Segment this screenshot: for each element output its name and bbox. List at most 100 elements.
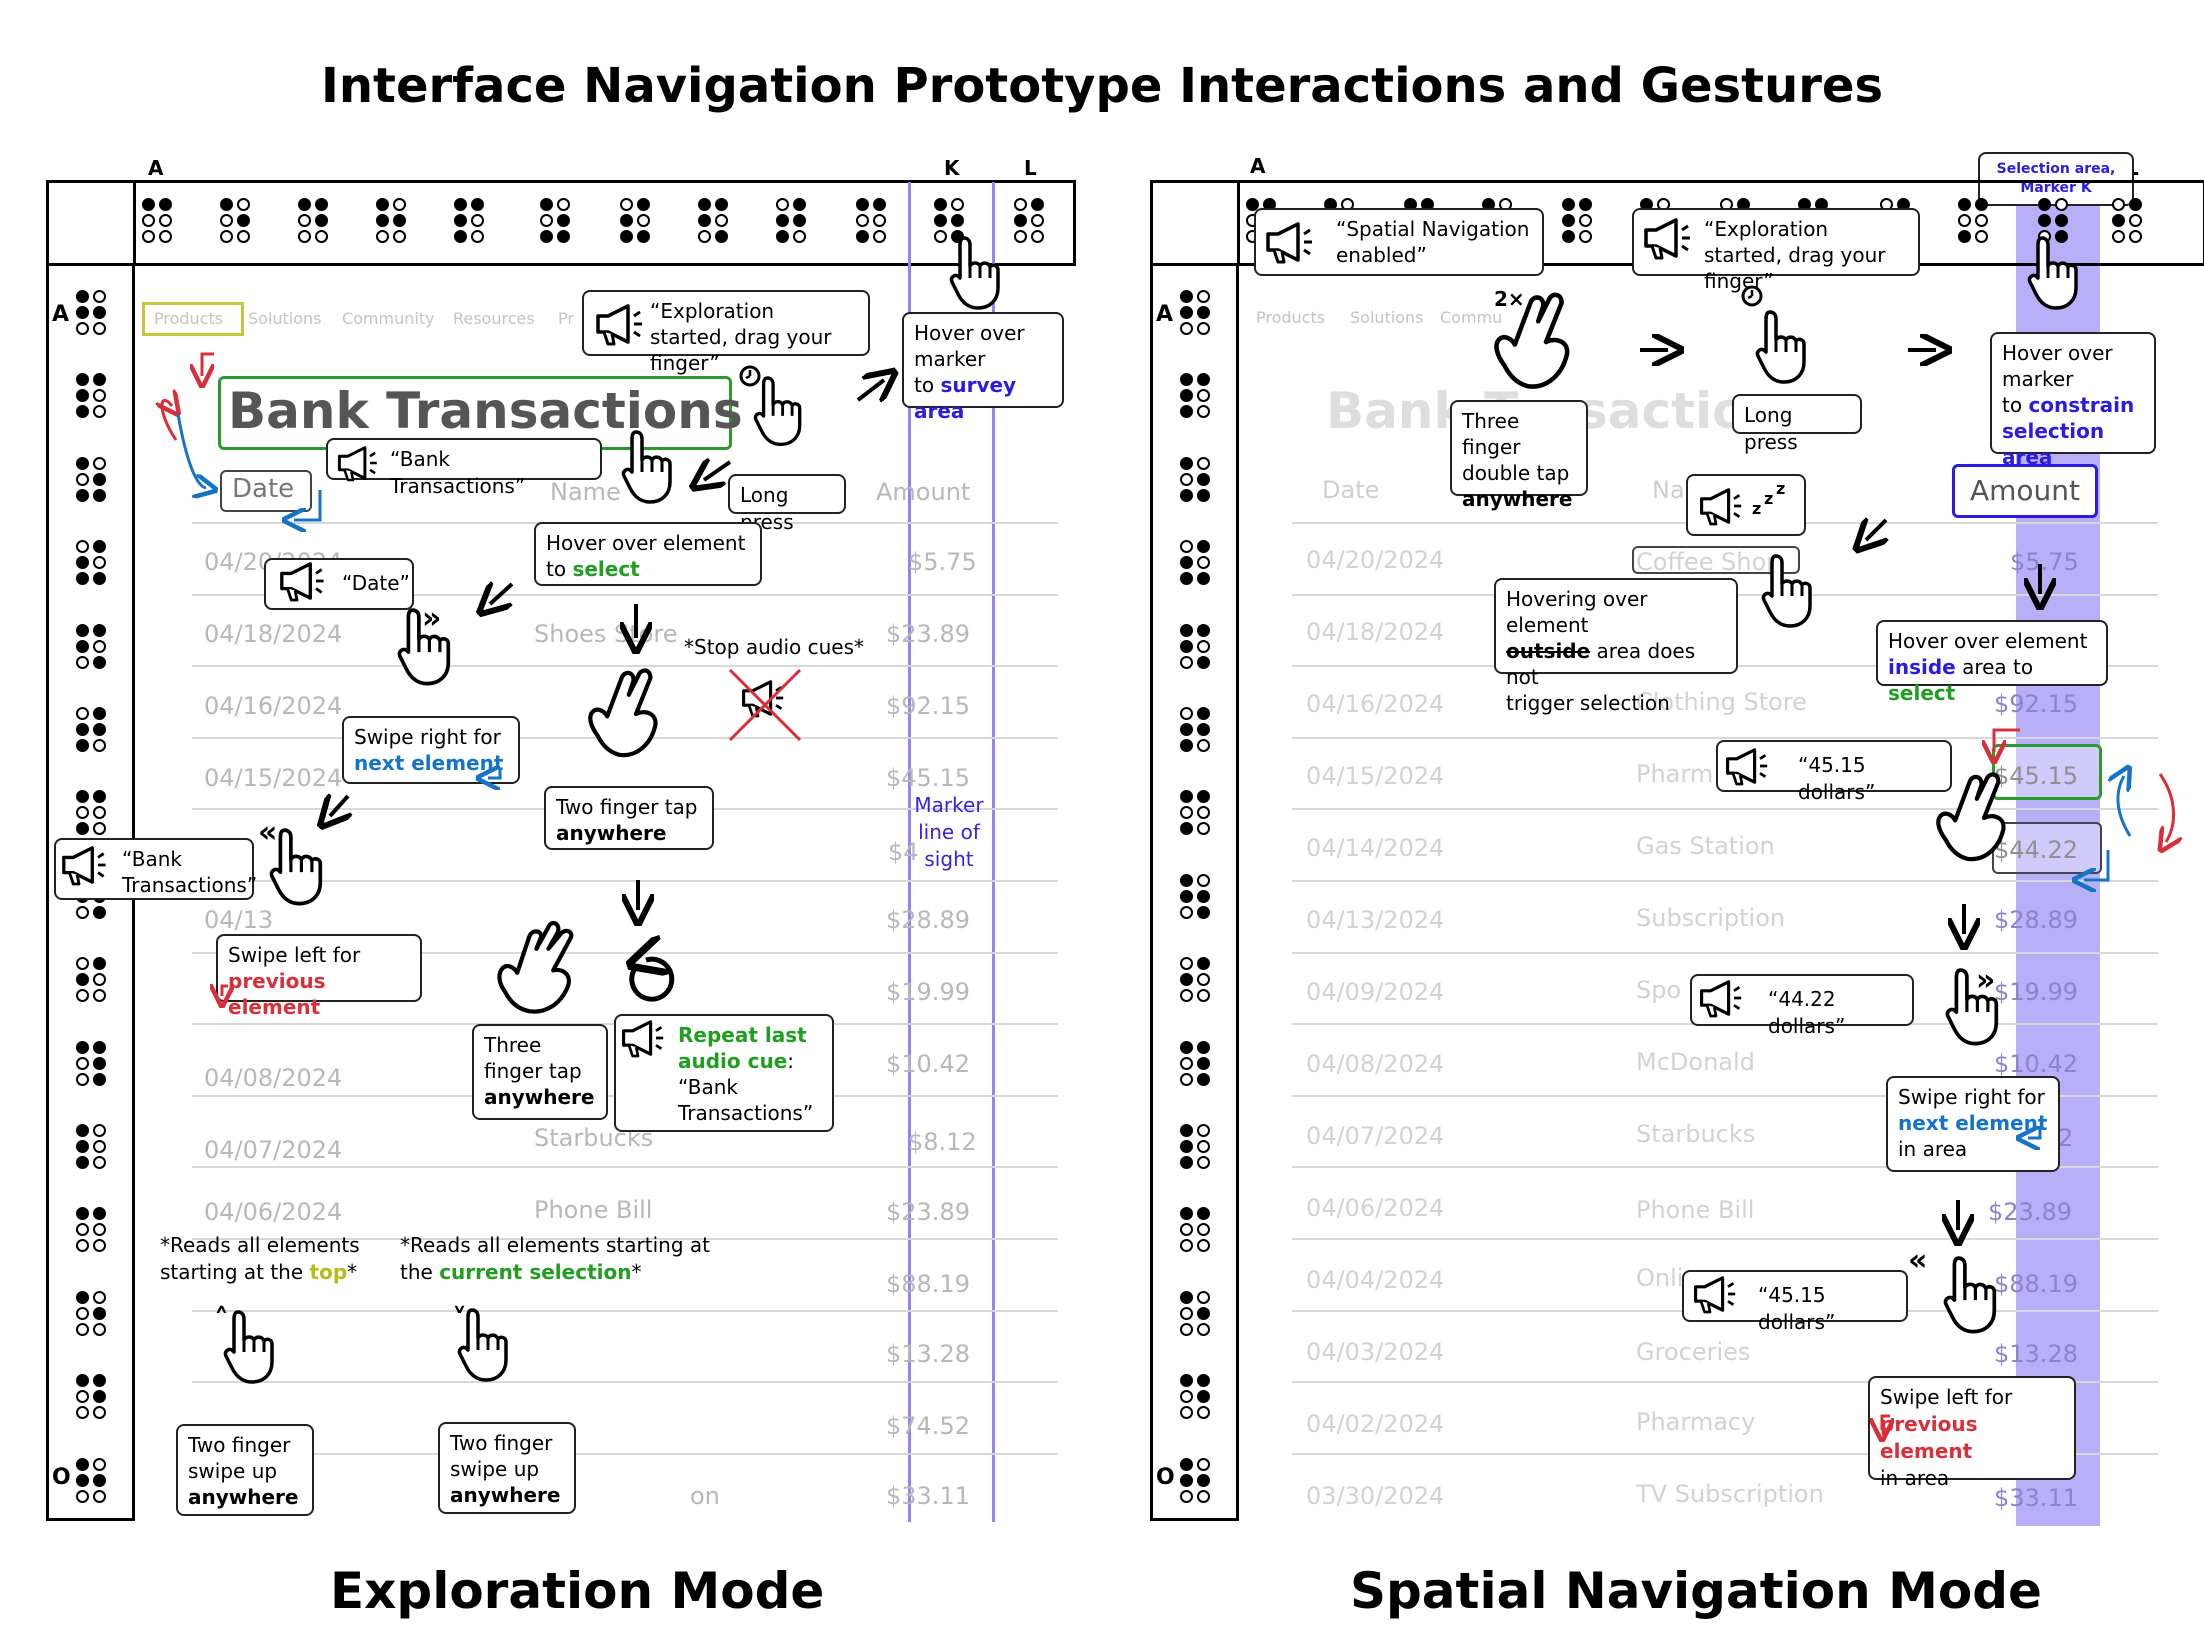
- braille-dot: [93, 822, 106, 836]
- braille-dot: [93, 322, 106, 335]
- three-finger-double-tap-box: Three finger double tap anywhere: [1450, 400, 1588, 511]
- braille-dot: [2055, 230, 2068, 243]
- braille-dot: [934, 214, 947, 227]
- nav-pr[interactable]: Pr: [558, 309, 574, 328]
- braille-cell: [1180, 1207, 1212, 1255]
- table-cell-name: Onli: [1636, 1264, 1684, 1292]
- nav-resources[interactable]: Resources: [453, 309, 535, 328]
- braille-dot: [1014, 198, 1027, 211]
- braille-dot: [1180, 822, 1193, 836]
- braille-dot: [1975, 230, 1988, 243]
- nav-solutions[interactable]: Solutions: [248, 309, 322, 328]
- braille-dot: [1197, 873, 1210, 887]
- braille-cell: [454, 198, 486, 246]
- table-cell-name: on: [690, 1482, 720, 1510]
- hand-pointer-icon: [269, 828, 323, 906]
- nav-community[interactable]: Commu: [1440, 308, 1503, 327]
- table-cell-name: Pharmacy: [1636, 1408, 1756, 1436]
- long-press-label: Long press: [1744, 403, 1798, 454]
- braille-dot: [715, 198, 728, 211]
- braille-dot: [93, 290, 106, 303]
- repeat-line2: audio cue: [678, 1049, 788, 1073]
- braille-dot: [142, 198, 155, 211]
- swipe-up-line2: swipe up: [188, 1459, 278, 1483]
- braille-dot: [1180, 322, 1193, 335]
- braille-dot: [776, 230, 789, 243]
- hover-marker-highlight1: constrain: [2028, 393, 2135, 417]
- braille-dot: [2112, 214, 2125, 227]
- nav-products-highlight: [142, 302, 244, 336]
- braille-dot: [471, 198, 484, 211]
- braille-cell: [2112, 198, 2144, 246]
- braille-dot: [93, 1140, 106, 1153]
- braille-dot: [93, 989, 106, 1003]
- nav-solutions[interactable]: Solutions: [1350, 308, 1424, 327]
- braille-dot: [620, 230, 633, 243]
- table-row-divider: [1292, 1166, 2158, 1169]
- anywhere-label: anywhere: [188, 1485, 299, 1509]
- table-row-divider: [192, 665, 1058, 668]
- speech-text: “Exploration started, drag your finger”: [1704, 217, 1886, 293]
- braille-dot: [76, 405, 89, 419]
- table-cell-name: Phone Bill: [534, 1196, 653, 1224]
- braille-dot: [93, 973, 106, 987]
- swipe-right-chevron-icon: »: [1976, 963, 1995, 998]
- braille-dot: [1197, 572, 1210, 586]
- top-bar-divider: [133, 182, 136, 266]
- braille-dot: [873, 214, 886, 227]
- column-label-a: A: [148, 156, 164, 180]
- table-row-divider: [192, 1309, 1058, 1312]
- marker-line-of-sight-label: Marker line of sight: [914, 792, 984, 873]
- braille-cell: [76, 790, 108, 838]
- column-label-a: A: [1250, 154, 1266, 178]
- arrow-icon: [490, 584, 514, 604]
- braille-dot: [76, 1239, 89, 1253]
- nav-products[interactable]: Products: [154, 309, 224, 328]
- table-cell-amount: $13.28: [1994, 1340, 2078, 1368]
- table-cell-name: Clothing Store: [1636, 688, 1807, 716]
- table-cell-name: Gas Station: [1636, 832, 1775, 860]
- braille-dot: [1180, 1124, 1193, 1137]
- hand-pointer-icon: [2027, 236, 2078, 310]
- anywhere-label: anywhere: [1462, 487, 1573, 511]
- hand-pointer-icon: [1943, 1256, 1997, 1334]
- marker-line-k: [908, 182, 911, 1522]
- braille-dot: [776, 198, 789, 211]
- hover-marker-box: Hover over marker to survey area: [902, 312, 1064, 423]
- braille-dot: [637, 214, 650, 227]
- marker-los-line3: sight: [924, 847, 974, 871]
- spatial-navigation-mode-label: Spatial Navigation Mode: [1350, 1562, 2042, 1620]
- braille-cell: [1180, 623, 1212, 672]
- table-cell-date: 04/18/2024: [204, 620, 343, 648]
- table-row-divider: [1292, 1094, 2158, 1097]
- arrow-icon: [1866, 520, 1886, 540]
- table-cell-amount: $45.15: [886, 764, 970, 792]
- braille-dot: [1197, 790, 1210, 804]
- table-row-divider: [192, 1238, 1058, 1240]
- braille-dot: [1180, 1473, 1193, 1487]
- swipe-left-label: Swipe left for: [1880, 1385, 2013, 1409]
- braille-dot: [1958, 230, 1971, 243]
- nav-community[interactable]: Community: [342, 309, 435, 328]
- table-cell-date: 04/07/2024: [204, 1136, 343, 1164]
- braille-cell: [1180, 957, 1212, 1005]
- previous-bracket-icon: [1882, 1414, 1890, 1430]
- braille-dot: [1975, 214, 1988, 227]
- table-cell-name: Pharm: [1636, 760, 1714, 788]
- braille-dot: [1180, 1140, 1193, 1153]
- cycle-down-arrow-icon: [176, 413, 206, 488]
- table-cell-amount: $44.22: [1994, 836, 2078, 864]
- table-cell-date: 04/13/2024: [1306, 906, 1445, 934]
- braille-dot: [76, 905, 89, 919]
- speech-text: “45.15 dollars”: [1758, 1283, 1836, 1334]
- braille-dot: [93, 1207, 106, 1221]
- braille-dot: [1197, 1306, 1210, 1320]
- braille-dot: [1014, 214, 1027, 227]
- braille-dot: [1180, 873, 1193, 887]
- braille-dot: [298, 230, 311, 243]
- braille-dot: [1180, 1374, 1193, 1388]
- braille-dot: [1180, 1056, 1193, 1070]
- selection-area-line1: Selection area,: [1996, 161, 2116, 177]
- nav-products[interactable]: Products: [1256, 308, 1326, 327]
